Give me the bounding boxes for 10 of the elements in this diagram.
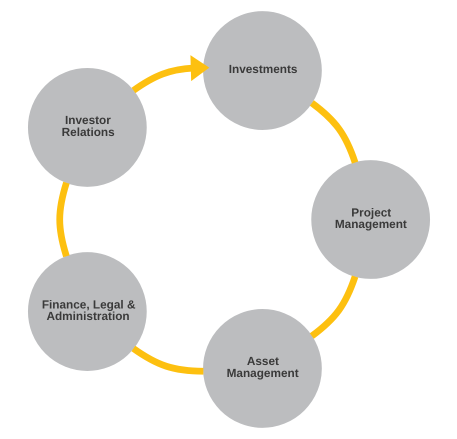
node-circle: Investor Relations	[27, 68, 146, 187]
node-circle: Asset Management	[202, 309, 322, 428]
node-circle: Project Management	[310, 160, 430, 279]
connector	[309, 100, 358, 164]
connector	[56, 182, 70, 258]
connector	[131, 346, 203, 375]
node-circle: Finance, Legal & Administration	[27, 252, 146, 371]
connector	[309, 275, 358, 339]
node-circle: Investments	[202, 11, 322, 130]
arrow	[131, 55, 209, 94]
